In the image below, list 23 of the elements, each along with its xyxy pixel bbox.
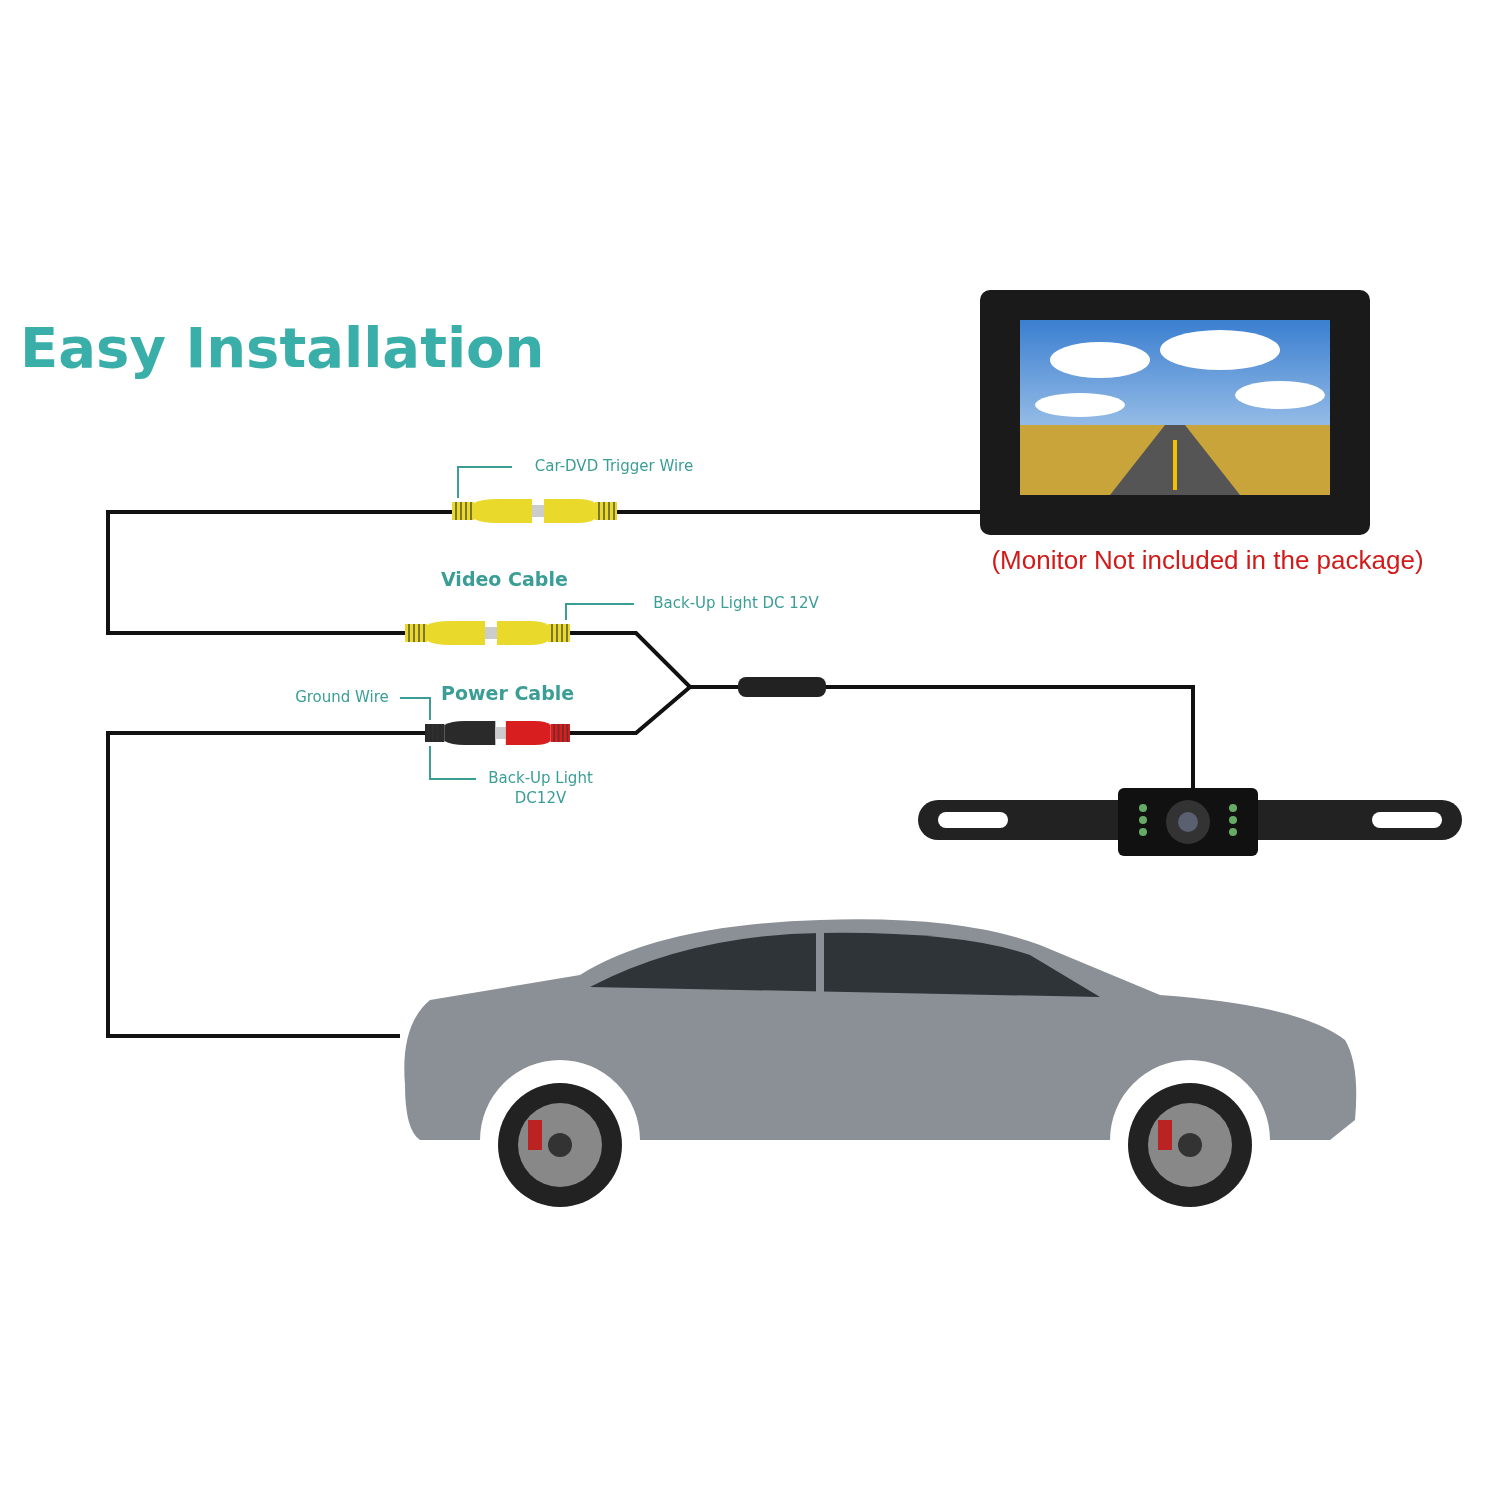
- cable: [570, 685, 738, 735]
- power-connector-drawing: [425, 720, 570, 746]
- inline-filter-drawing: [738, 677, 826, 697]
- cable: [106, 731, 425, 1038]
- callout-text: Car-DVD Trigger Wire: [514, 457, 714, 477]
- rca-connector-drawing: [452, 498, 617, 524]
- note-text: (Monitor Not included in the package): [990, 545, 1425, 576]
- cable-label: Power Cable: [441, 682, 575, 704]
- cable: [106, 510, 452, 635]
- rca-connector-drawing: [405, 620, 570, 646]
- cable-label: Video Cable: [441, 568, 568, 590]
- leader-line: [565, 603, 635, 621]
- leader-line: [457, 466, 513, 499]
- callout-text: Back-Up Light DC 12V: [636, 594, 836, 614]
- title: Easy Installation: [20, 315, 545, 380]
- callout-text: Back-Up Light DC12V: [478, 768, 603, 808]
- callout-text: Ground Wire: [286, 688, 398, 708]
- cable: [617, 510, 980, 514]
- cable: [826, 685, 1195, 788]
- leader-line: [429, 745, 477, 780]
- leader-line: [399, 697, 431, 721]
- monitor-drawing: [980, 290, 1370, 535]
- camera-drawing: [918, 788, 1462, 856]
